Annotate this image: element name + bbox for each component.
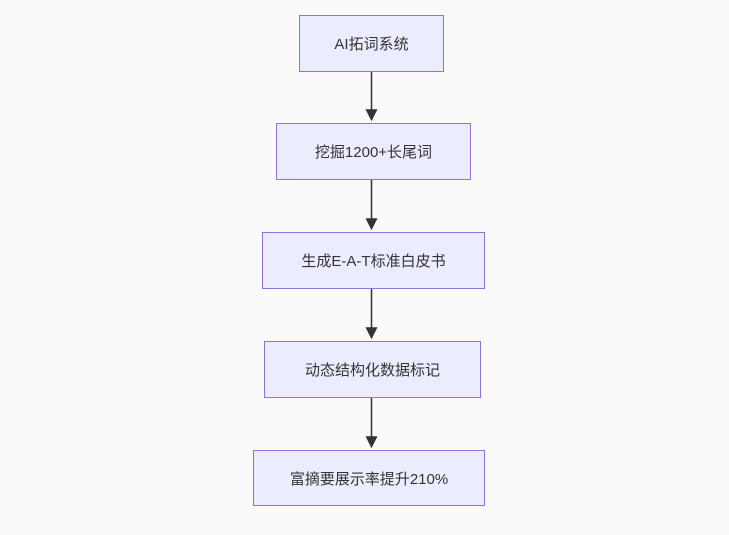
flow-node-step-2: 挖掘1200+长尾词 xyxy=(276,123,471,180)
flow-node-label: 挖掘1200+长尾词 xyxy=(314,144,433,161)
flow-node-step-1: AI拓词系统 xyxy=(299,15,444,72)
flow-node-step-5: 富摘要展示率提升210% xyxy=(253,450,485,506)
flow-node-label: 富摘要展示率提升210% xyxy=(289,470,449,488)
flow-node-step-3: 生成E-A-T标准白皮书 xyxy=(262,232,485,289)
flow-node-label: AI拓词系统 xyxy=(334,36,409,53)
flow-node-step-4: 动态结构化数据标记 xyxy=(264,341,481,398)
flow-node-label: 动态结构化数据标记 xyxy=(304,362,440,379)
flow-node-label: 生成E-A-T标准白皮书 xyxy=(301,253,446,270)
